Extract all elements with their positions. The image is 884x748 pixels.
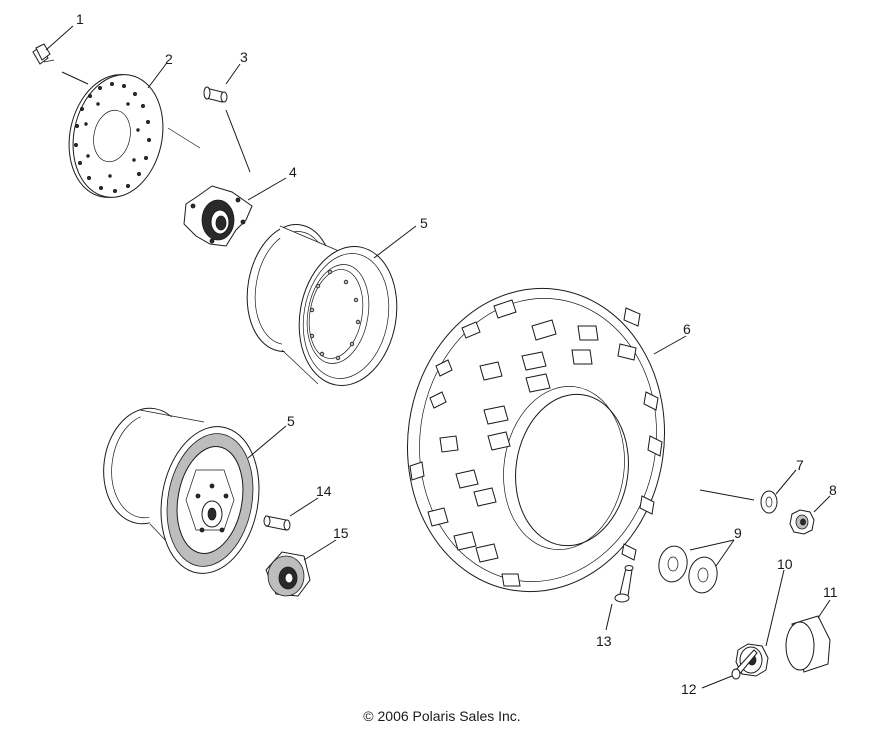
callout-13: 13 <box>596 633 612 649</box>
callout-11: 11 <box>823 584 838 600</box>
callout-5-lower: 5 <box>287 413 295 429</box>
leader-lines <box>45 25 831 689</box>
callout-3: 3 <box>240 49 248 65</box>
callout-12: 12 <box>681 681 697 697</box>
part-tire <box>406 287 666 593</box>
part-bolt <box>32 43 55 65</box>
callout-4: 4 <box>289 164 297 180</box>
callout-7: 7 <box>796 457 804 473</box>
part-wheel-stud <box>263 515 291 531</box>
part-washers <box>658 545 718 594</box>
callout-labels: 1 2 3 4 5 5 6 7 8 9 10 11 12 13 14 15 <box>76 11 838 697</box>
part-brake-disc <box>68 74 201 198</box>
copyright-notice: © 2006 Polaris Sales Inc. <box>363 708 521 724</box>
callout-8: 8 <box>829 482 837 498</box>
part-washer <box>760 490 778 514</box>
callout-6: 6 <box>683 321 691 337</box>
part-wheel-lower <box>103 407 260 574</box>
callout-15: 15 <box>333 525 349 541</box>
part-center-cap <box>265 551 311 597</box>
part-hub-cap <box>785 615 831 673</box>
callout-5-upper: 5 <box>420 215 428 231</box>
part-flange-nut <box>789 509 815 535</box>
callout-9: 9 <box>734 525 742 541</box>
callout-1: 1 <box>76 11 84 27</box>
callout-2: 2 <box>165 51 173 67</box>
part-wheel-hub <box>183 185 253 247</box>
callout-14: 14 <box>316 483 332 499</box>
part-valve-stem <box>614 565 634 603</box>
part-stud <box>203 86 228 103</box>
part-cotter-pin <box>731 649 758 680</box>
callout-10: 10 <box>777 556 793 572</box>
part-wheel-upper <box>246 224 398 388</box>
